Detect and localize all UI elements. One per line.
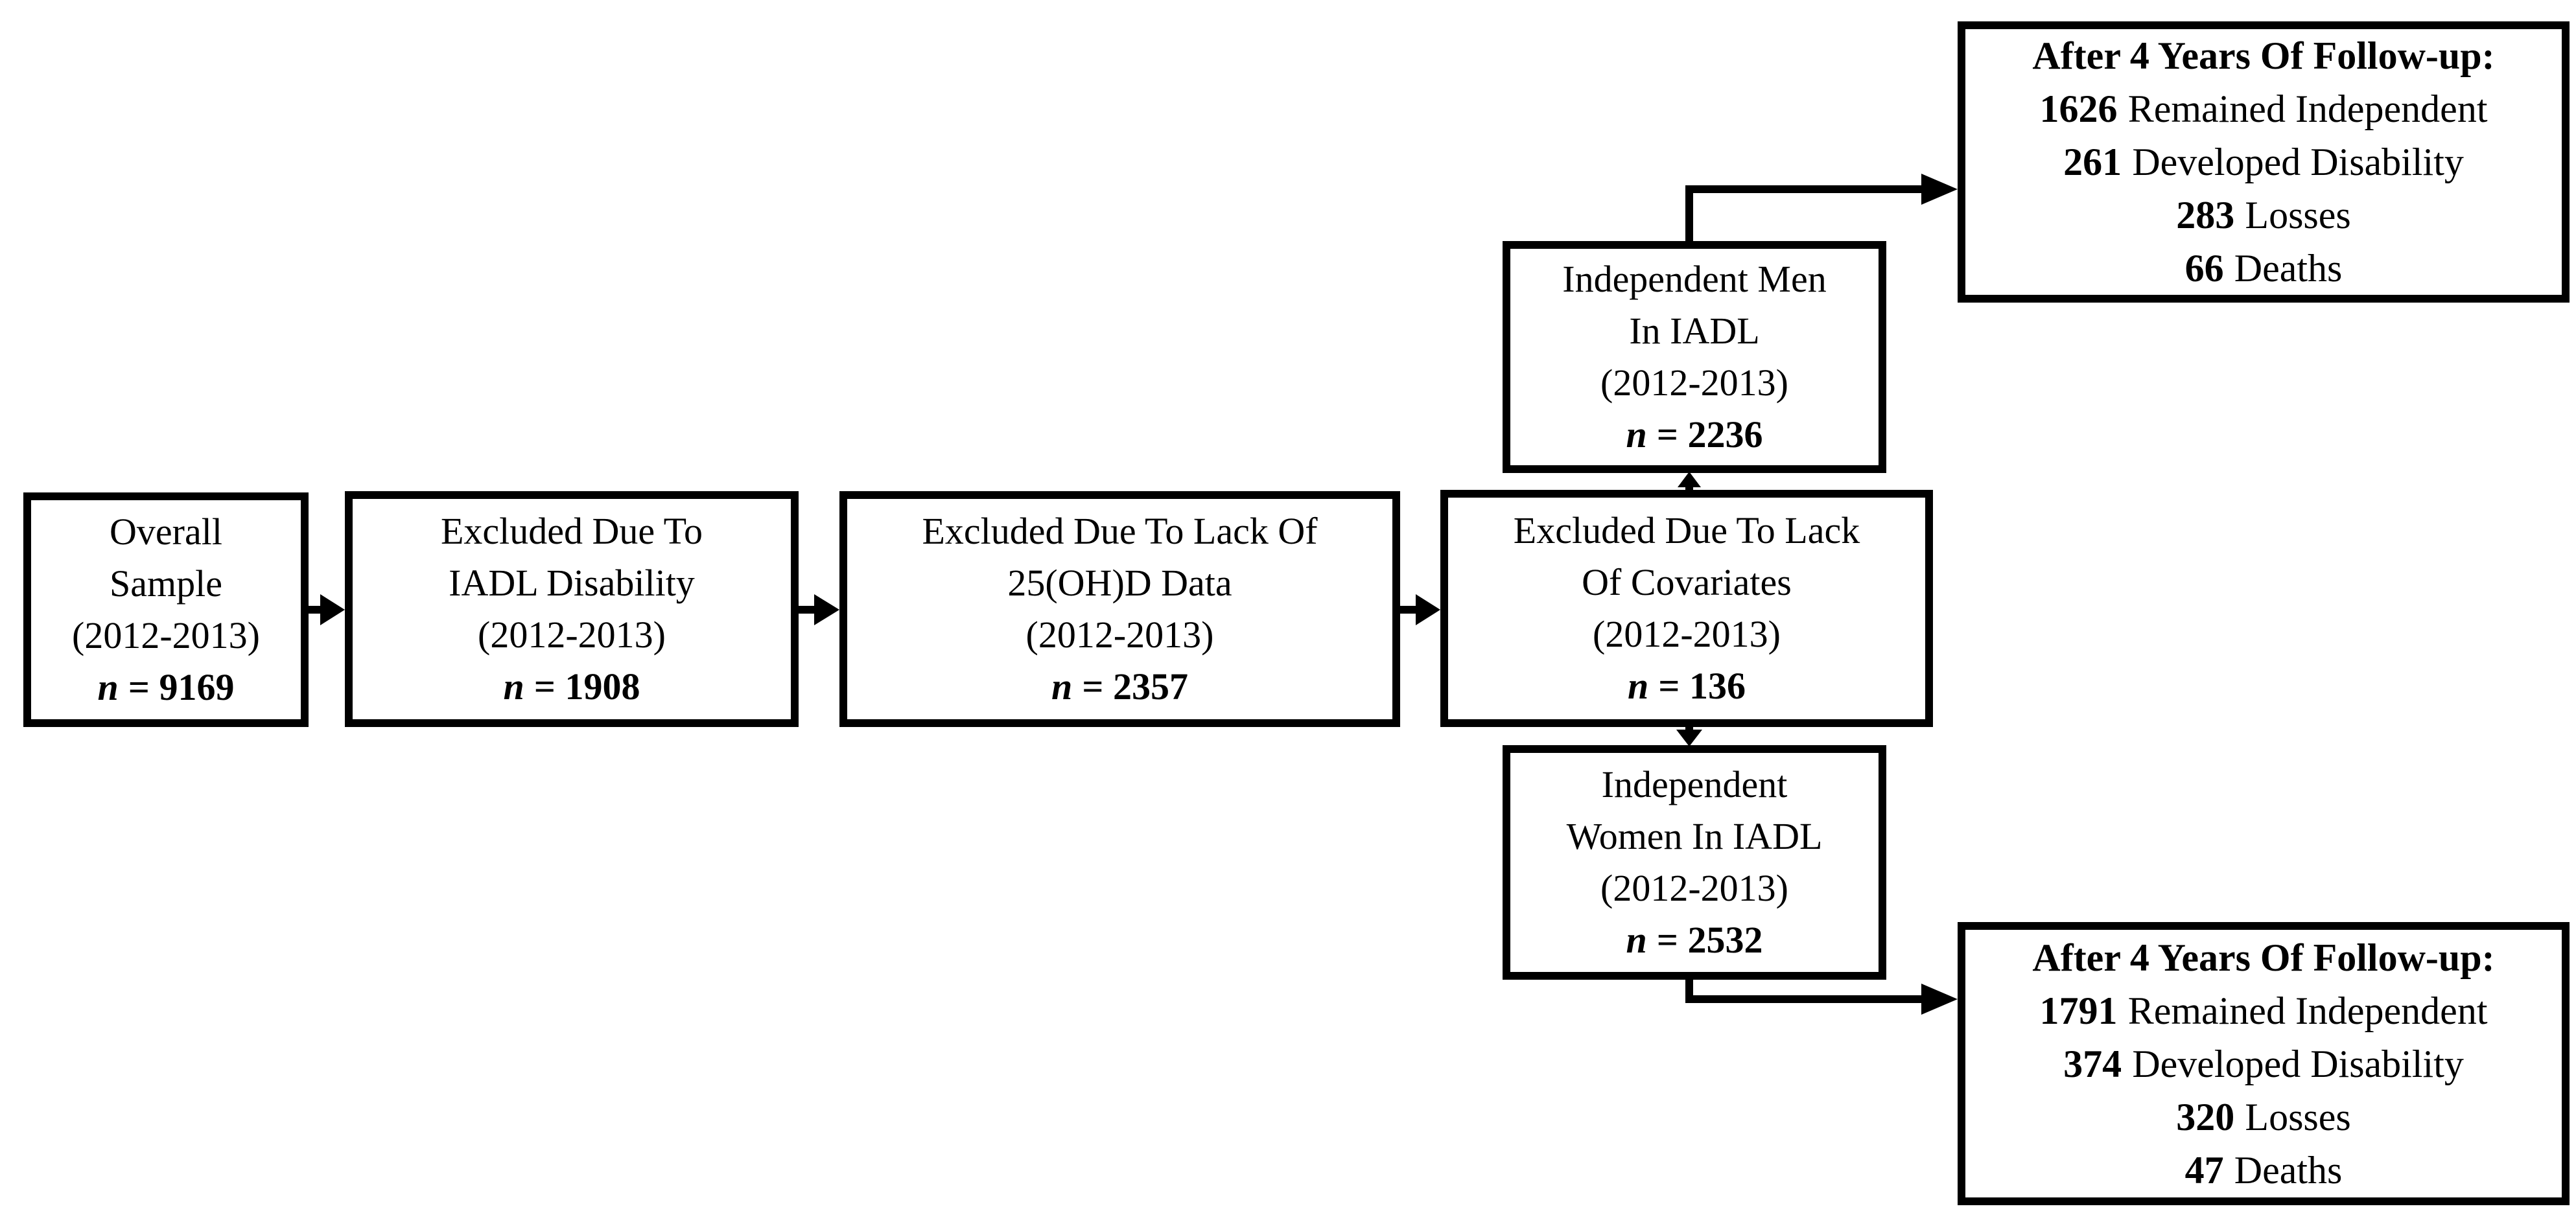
sample-size-line: n = 2532 (1626, 914, 1763, 966)
box-line: IADL Disability (449, 562, 695, 604)
n-symbol: n (503, 665, 524, 708)
followup-title: After 4 Years Of Follow-up: (2032, 34, 2495, 77)
followup-count: 1791 (2039, 989, 2118, 1032)
followup-label: Losses (2245, 194, 2351, 237)
box-line: (2012-2013) (72, 614, 260, 656)
followup-label: Losses (2245, 1095, 2351, 1138)
box-line: Overall (110, 511, 222, 553)
followup-row: 320 Losses (2176, 1091, 2351, 1144)
box-line: Excluded Due To Lack Of (922, 510, 1318, 552)
n-symbol: n (1051, 665, 1073, 708)
followup-count: 283 (2176, 194, 2235, 237)
followup-label: Deaths (2234, 1148, 2343, 1192)
box-excluded-covariates: Excluded Due To Lack Of Covariates (2012… (1440, 490, 1933, 727)
sample-size-line: n = 2357 (1051, 661, 1188, 713)
followup-label: Remained Independent (2127, 87, 2488, 130)
box-line: (2012-2013) (1025, 614, 1214, 656)
box-excluded-25ohd-data: Excluded Due To Lack Of 25(OH)D Data (20… (839, 491, 1400, 727)
box-line: Excluded Due To Lack (1513, 509, 1860, 551)
arrow-women-to-followup-line (1685, 978, 1925, 1003)
followup-row: 1626 Remained Independent (2040, 82, 2488, 135)
box-line: Independent (1601, 763, 1788, 805)
box-followup-men: After 4 Years Of Follow-up: 1626 Remaine… (1958, 21, 2570, 303)
followup-row: 374 Developed Disability (2063, 1037, 2464, 1091)
n-symbol: n (1626, 413, 1647, 456)
arrow-overall-to-excluded-iadl-head (320, 594, 345, 625)
sample-size-line: n = 1908 (504, 661, 640, 713)
box-independent-men: Independent Men In IADL (2012-2013) n = … (1503, 241, 1886, 473)
n-value: = 2236 (1656, 413, 1763, 456)
box-followup-women: After 4 Years Of Follow-up: 1791 Remaine… (1958, 922, 2570, 1205)
box-line: Sample (110, 562, 222, 605)
arrow-men-to-followup-head (1921, 174, 1958, 205)
arrow-iadl-to-25ohd-head (814, 594, 839, 625)
n-value: = 136 (1658, 665, 1746, 707)
box-line: Of Covariates (1582, 561, 1792, 603)
box-independent-women: Independent Women In IADL (2012-2013) n … (1503, 745, 1886, 980)
arrow-men-to-followup-line (1685, 185, 1925, 242)
box-line: (2012-2013) (1600, 867, 1788, 909)
box-excluded-iadl-disability: Excluded Due To IADL Disability (2012-20… (345, 491, 799, 727)
n-symbol: n (97, 666, 119, 708)
arrow-women-to-followup-head (1921, 984, 1958, 1015)
followup-row: 261 Developed Disability (2063, 135, 2464, 189)
box-line: Independent Men (1562, 258, 1827, 300)
followup-count: 66 (2184, 247, 2224, 290)
followup-row: 1791 Remained Independent (2040, 984, 2488, 1037)
n-symbol: n (1628, 665, 1649, 707)
sample-size-line: n = 9169 (98, 662, 235, 713)
followup-count: 1626 (2039, 87, 2118, 130)
followup-count: 374 (2063, 1042, 2122, 1085)
followup-label: Developed Disability (2132, 1042, 2464, 1085)
followup-count: 261 (2063, 141, 2122, 183)
box-line: Excluded Due To (441, 510, 703, 552)
box-line: (2012-2013) (1593, 613, 1781, 655)
box-line: (2012-2013) (478, 614, 666, 656)
n-value: = 2357 (1082, 665, 1188, 708)
box-line: Women In IADL (1566, 815, 1823, 857)
n-value: = 1908 (533, 665, 640, 708)
followup-row: 283 Losses (2176, 189, 2351, 242)
followup-label: Developed Disability (2132, 141, 2464, 183)
arrow-covariates-to-men-head (1678, 472, 1701, 487)
followup-label: Deaths (2234, 247, 2343, 290)
n-value: = 2532 (1656, 919, 1763, 961)
n-symbol: n (1626, 919, 1647, 961)
followup-label: Remained Independent (2127, 989, 2488, 1032)
box-line: In IADL (1629, 310, 1760, 352)
followup-count: 320 (2176, 1095, 2235, 1138)
box-overall-sample: Overall Sample (2012-2013) n = 9169 (23, 492, 309, 727)
followup-title: After 4 Years Of Follow-up: (2032, 936, 2495, 979)
followup-row: 47 Deaths (2185, 1144, 2343, 1197)
box-line: (2012-2013) (1600, 362, 1788, 404)
n-value: = 9169 (128, 666, 235, 708)
sample-size-line: n = 2236 (1626, 409, 1763, 461)
arrow-25ohd-to-covariates-head (1416, 594, 1440, 625)
followup-count: 47 (2184, 1148, 2224, 1192)
arrow-covariates-to-women-head (1676, 730, 1702, 746)
box-line: 25(OH)D Data (1007, 562, 1232, 604)
followup-row: 66 Deaths (2185, 242, 2343, 295)
sample-size-line: n = 136 (1628, 660, 1746, 712)
